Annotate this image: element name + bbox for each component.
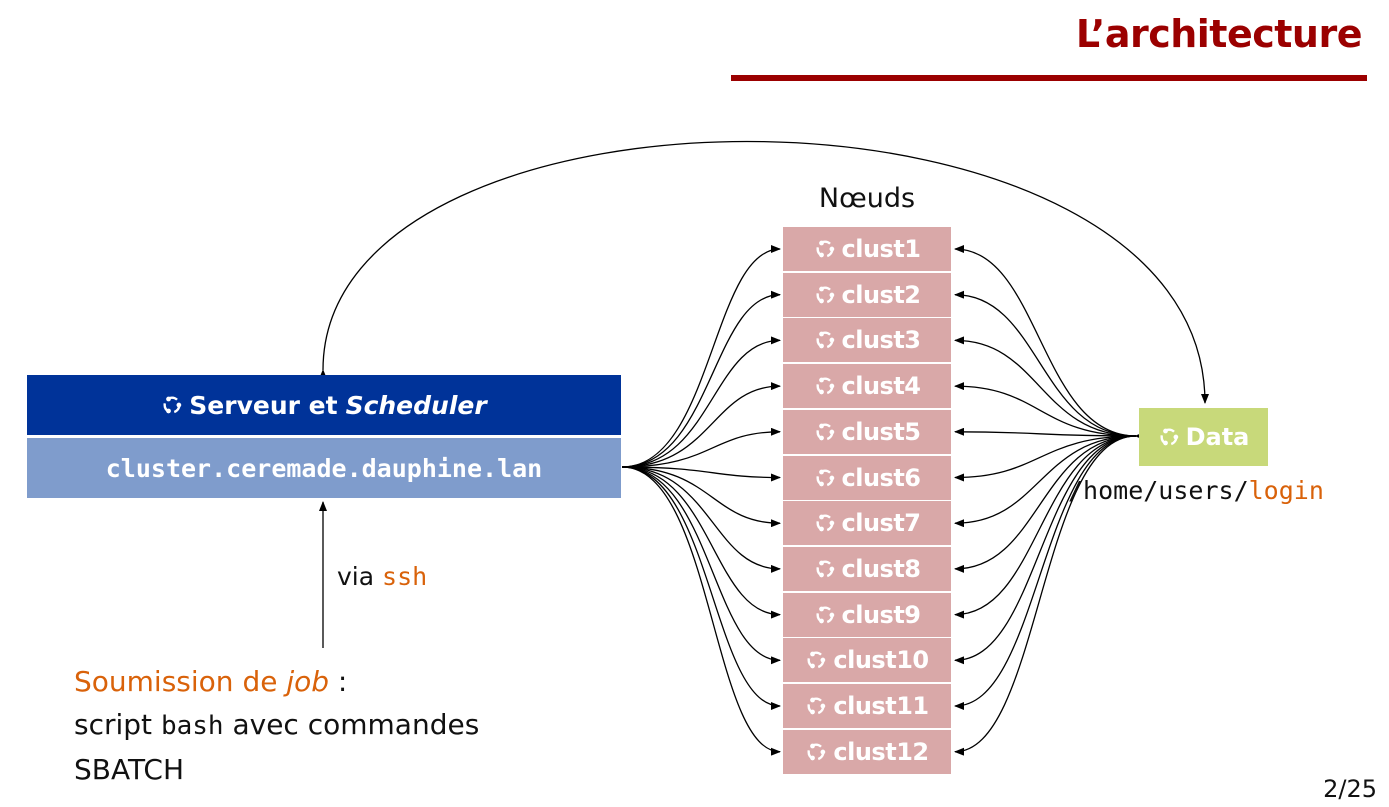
submission-commands-text: avec commandes	[223, 708, 480, 741]
ubuntu-logo-icon	[1160, 428, 1178, 446]
server-node-arrow	[621, 466, 781, 756]
node-label: clust12	[833, 737, 929, 766]
node-data-arrow	[954, 431, 1146, 665]
ubuntu-logo-icon	[815, 286, 834, 304]
node-box: clust11	[783, 684, 951, 728]
slide-title: L’architecture	[1075, 12, 1363, 56]
node-label: clust6	[841, 463, 922, 492]
node-label: clust5	[841, 417, 922, 446]
node-data-arrow	[954, 431, 1146, 756]
ubuntu-logo-icon	[815, 240, 834, 258]
node-box: clust8	[783, 546, 951, 591]
node-box: clust12	[783, 729, 951, 774]
nodes-title: Nœuds	[818, 183, 916, 214]
ubuntu-logo-icon	[815, 423, 834, 441]
node-label: clust8	[841, 554, 922, 583]
ubuntu-logo-icon	[807, 651, 826, 669]
page-number: 2/25	[1323, 775, 1377, 803]
submission-bash: bash	[160, 711, 224, 741]
ubuntu-logo-icon	[163, 396, 182, 414]
scheduler-label: Scheduler	[345, 390, 487, 420]
node-data-arrow	[954, 245, 1146, 441]
ubuntu-logo-icon	[815, 606, 834, 624]
server-hostname: cluster.ceremade.dauphine.lan	[27, 438, 621, 498]
data-home-path: /home/users/login	[1068, 476, 1324, 505]
server-node-arrow	[621, 245, 781, 468]
node-box: clust2	[783, 272, 951, 317]
server-node-arrow	[621, 466, 781, 619]
job-submission-text: Soumission de job : script bash avec com…	[74, 660, 479, 791]
submission-prefix: Soumission de	[74, 665, 278, 698]
node-data-arrow	[954, 290, 1146, 441]
server-node-arrow	[621, 466, 781, 665]
ssh-protocol: ssh	[382, 562, 428, 591]
node-box: clust6	[783, 455, 951, 500]
data-path-prefix: /home/users/	[1068, 476, 1249, 505]
node-box: clust1	[783, 227, 951, 271]
submission-script-text: script	[74, 708, 161, 741]
node-label: clust7	[841, 509, 922, 538]
server-to-node-arrows	[621, 245, 781, 756]
via-text: via	[337, 562, 375, 591]
ubuntu-logo-icon	[815, 514, 834, 532]
ubuntu-logo-icon	[807, 743, 826, 761]
server-node-arrow	[621, 466, 781, 528]
node-data-arrow	[954, 431, 1146, 619]
node-label: clust1	[841, 235, 922, 263]
submission-line-1: Soumission de job :	[74, 660, 479, 703]
submission-line-3: SBATCH	[74, 753, 185, 786]
node-box: clust10	[783, 638, 951, 683]
ubuntu-logo-icon	[815, 468, 834, 487]
ubuntu-logo-icon	[807, 697, 826, 715]
server-data-arc-arrow	[318, 140, 1209, 404]
node-label: clust9	[841, 600, 922, 629]
submission-job: job	[286, 665, 330, 698]
server-node-arrow	[621, 466, 781, 482]
node-box: clust9	[783, 592, 951, 637]
node-label: clust11	[833, 692, 929, 720]
submission-colon: :	[329, 665, 348, 698]
server-node-arrow	[621, 466, 781, 573]
server-node-arrow	[621, 466, 781, 710]
node-box: clust7	[783, 501, 951, 546]
node-label: clust2	[841, 280, 922, 309]
data-storage-box: Data	[1139, 408, 1268, 466]
ubuntu-logo-icon	[815, 560, 834, 578]
server-node-arrow	[621, 336, 781, 468]
node-box: clust3	[783, 318, 951, 363]
data-label: Data	[1185, 423, 1250, 451]
node-label: clust3	[841, 326, 922, 355]
node-box: clust4	[783, 364, 951, 409]
server-node-arrow	[621, 427, 781, 468]
node-to-data-arrows	[954, 245, 1146, 756]
title-underline	[731, 75, 1367, 81]
node-box: clust5	[783, 409, 951, 454]
node-label: clust4	[841, 372, 922, 401]
node-label: clust10	[833, 646, 929, 675]
submission-line-2: script bash avec commandes	[74, 703, 479, 748]
ubuntu-logo-icon	[815, 331, 834, 349]
ubuntu-logo-icon	[815, 377, 834, 395]
data-path-login: login	[1248, 476, 1324, 505]
server-label: Serveur et	[189, 390, 338, 420]
node-data-arrow	[954, 382, 1146, 441]
ssh-connection-label: via ssh	[337, 562, 427, 591]
